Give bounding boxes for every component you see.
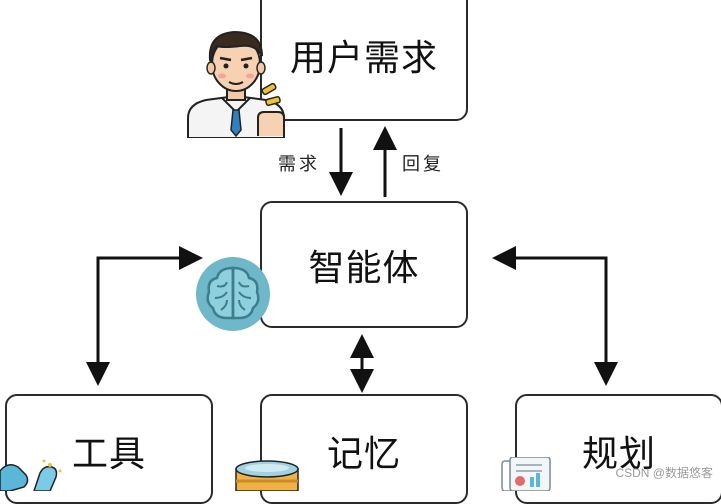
agent-node: 智能体 — [260, 201, 468, 328]
watermark: CSDN @数据悠客 — [615, 466, 713, 480]
wrench-icon — [0, 459, 62, 491]
agent-planning-connector — [492, 246, 608, 270]
document-chart-icon — [501, 457, 551, 491]
database-jar-icon — [235, 460, 299, 491]
brain-icon — [196, 257, 270, 331]
reply-label: 回复 — [402, 154, 444, 175]
businessman-avatar-icon — [187, 30, 285, 138]
demand-label: 需求 — [278, 154, 320, 175]
connector-layer — [86, 126, 618, 393]
agent-tools-connector — [96, 246, 203, 270]
user-demand-node: 用户需求 — [260, 0, 468, 121]
